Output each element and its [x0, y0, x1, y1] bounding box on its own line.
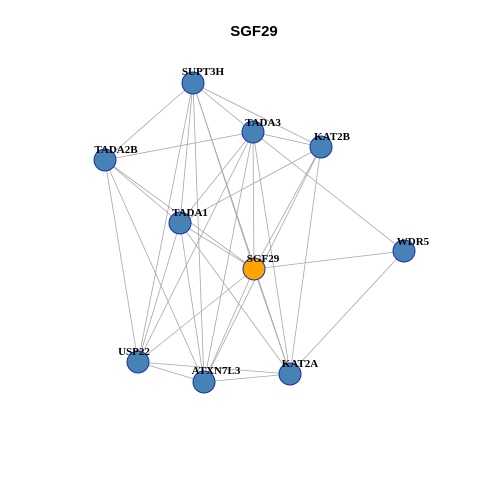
node-label-supt3h: SUPT3H — [182, 66, 225, 78]
node-circle-kat2b[interactable] — [309, 135, 333, 159]
edge-sgf29-kat2a — [253, 268, 291, 375]
edge-sgf29-atxn7l3 — [203, 268, 255, 383]
node-label-usp22: USP22 — [118, 346, 150, 358]
node-label-kat2a: KAT2A — [282, 358, 319, 370]
edge-wdr5-sgf29 — [253, 250, 405, 270]
node-atxn7l3[interactable]: ATXN7L3 — [192, 365, 241, 394]
node-label-tada1: TADA1 — [172, 207, 208, 219]
edge-supt3h-kat2b — [192, 82, 322, 148]
node-usp22[interactable]: USP22 — [118, 346, 150, 374]
edge-sgf29-usp22 — [137, 268, 255, 363]
edge-tada2b-atxn7l3 — [104, 159, 205, 383]
edge-tada1-atxn7l3 — [179, 222, 205, 383]
node-label-tada2b: TADA2B — [94, 144, 138, 156]
edge-tada3-wdr5 — [252, 131, 405, 252]
edge-kat2b-kat2a — [289, 146, 322, 375]
edge-supt3h-atxn7l3 — [192, 82, 205, 383]
edge-tada3-kat2a — [252, 131, 291, 375]
edge-supt3h-usp22 — [137, 82, 194, 363]
edge-supt3h-tada3 — [192, 82, 254, 133]
node-supt3h[interactable]: SUPT3H — [181, 66, 225, 95]
edge-wdr5-kat2a — [289, 250, 405, 375]
node-circle-wdr5[interactable] — [392, 239, 416, 263]
edge-tada3-sgf29 — [252, 131, 255, 270]
edge-tada1-kat2a — [179, 222, 291, 375]
node-wdr5[interactable]: WDR5 — [392, 236, 430, 263]
edge-tada1-sgf29 — [179, 222, 255, 270]
node-label-sgf29: SGF29 — [247, 253, 280, 265]
node-circle-tada1[interactable] — [168, 211, 192, 235]
edge-tada3-kat2b — [252, 131, 322, 148]
node-circle-tada2b[interactable] — [93, 148, 117, 172]
node-label-kat2b: KAT2B — [314, 131, 351, 143]
node-circle-supt3h[interactable] — [181, 71, 205, 95]
node-kat2b[interactable]: KAT2B — [309, 131, 351, 159]
edge-kat2b-tada1 — [179, 146, 322, 224]
edge-tada1-usp22 — [137, 222, 181, 363]
edge-usp22-kat2a — [137, 361, 291, 375]
edge-tada2b-tada1 — [104, 159, 181, 224]
node-circle-tada3[interactable] — [241, 120, 265, 144]
edge-tada3-tada2b — [104, 131, 254, 161]
edge-supt3h-kat2a — [192, 82, 291, 375]
node-tada1[interactable]: TADA1 — [168, 207, 208, 235]
edge-tada2b-usp22 — [104, 159, 139, 363]
edge-tada3-usp22 — [137, 131, 254, 363]
node-circle-kat2a[interactable] — [278, 362, 302, 386]
node-label-atxn7l3: ATXN7L3 — [192, 365, 241, 377]
node-tada2b[interactable]: TADA2B — [93, 144, 138, 172]
node-label-wdr5: WDR5 — [397, 236, 430, 248]
edge-supt3h-tada1 — [179, 82, 194, 224]
node-sgf29[interactable]: SGF29 — [242, 253, 280, 281]
diagram-title: SGF29 — [230, 23, 278, 40]
edge-supt3h-tada2b — [104, 82, 194, 161]
edge-tada3-atxn7l3 — [203, 131, 254, 383]
node-kat2a[interactable]: KAT2A — [278, 358, 319, 386]
node-tada3[interactable]: TADA3 — [241, 117, 281, 144]
node-circle-atxn7l3[interactable] — [192, 370, 216, 394]
edge-tada3-tada1 — [179, 131, 254, 224]
edge-atxn7l3-kat2a — [203, 373, 291, 383]
node-circle-sgf29[interactable] — [242, 257, 266, 281]
node-label-tada3: TADA3 — [245, 117, 281, 129]
node-circle-usp22[interactable] — [126, 350, 150, 374]
edge-kat2b-sgf29 — [253, 146, 322, 270]
